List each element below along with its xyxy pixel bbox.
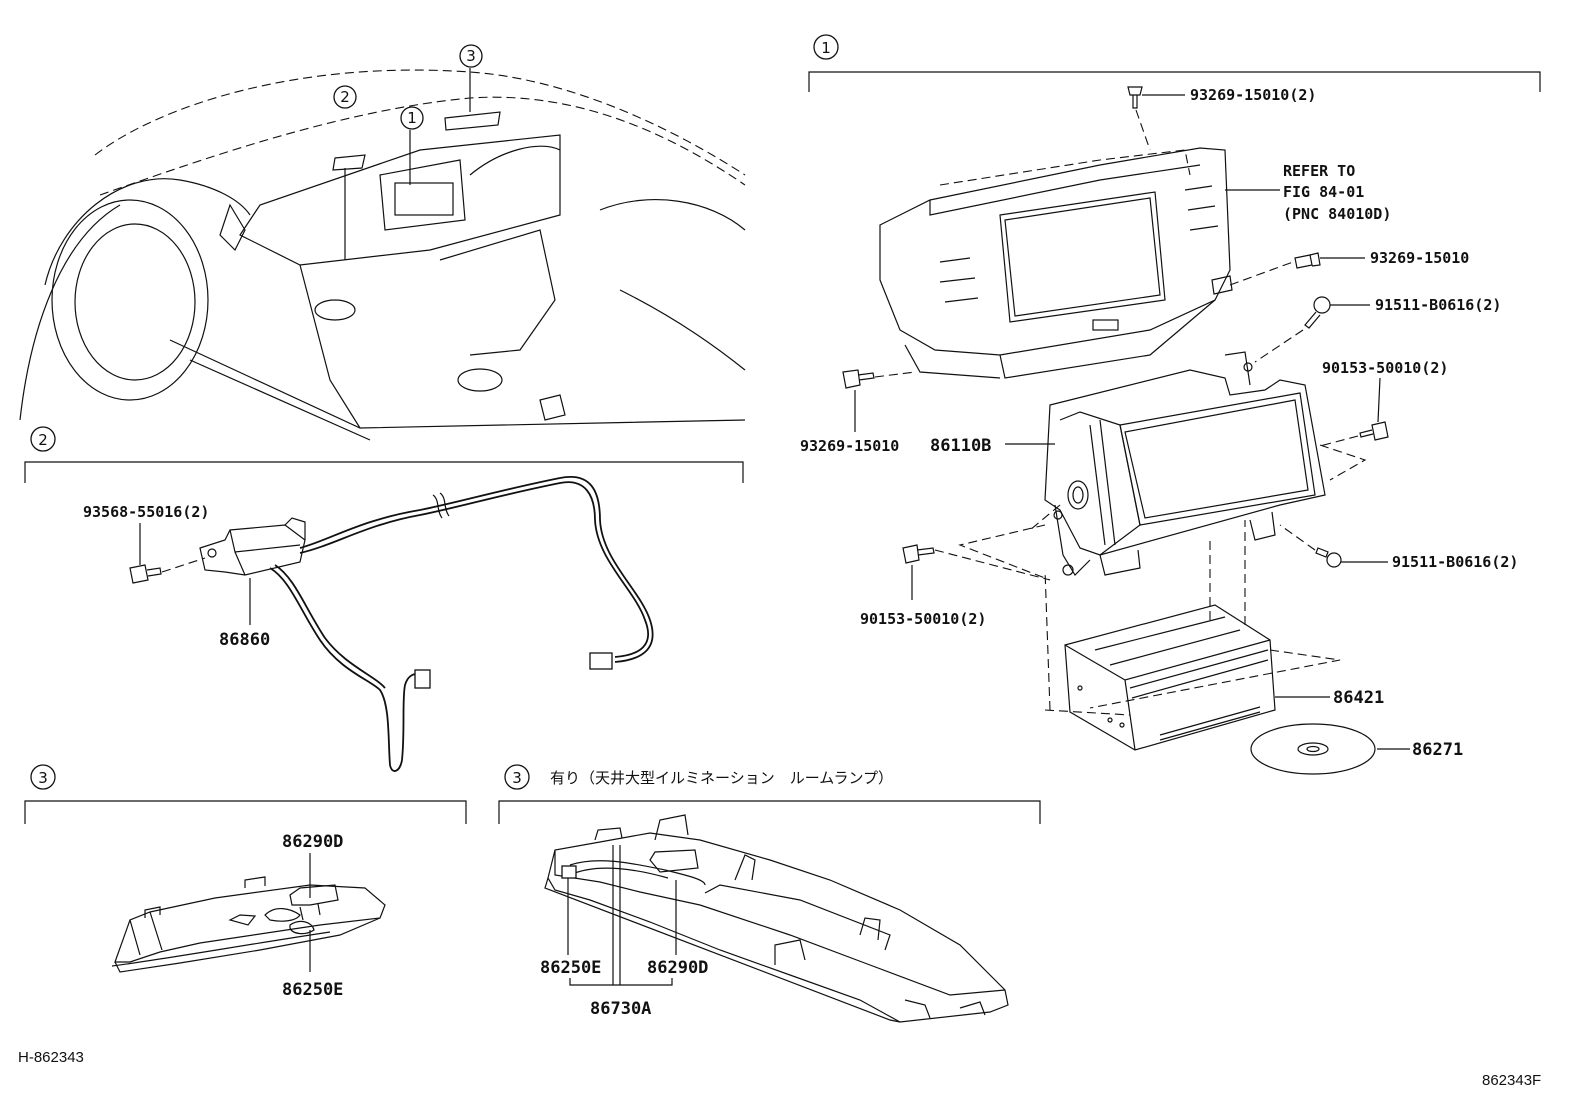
part-86860: 86860: [219, 630, 270, 650]
screw-top-icon: [1127, 86, 1143, 109]
antenna-amplifier-86860: [199, 476, 654, 772]
overview-callout-3-label: 3: [466, 47, 476, 65]
figure-code-right: 862343F: [1482, 1072, 1541, 1089]
part-86730a: 86730A: [590, 999, 651, 1019]
section-1-marker: [813, 34, 839, 60]
part-86271: 86271: [1412, 740, 1463, 760]
section-1-navigation-display: 1 93269-15010(2) REFER TO FIG 84-01 (PNC…: [800, 34, 1541, 775]
part-86250e-3b: 86250E: [540, 958, 601, 978]
refer-to-line1: REFER TO: [1283, 162, 1355, 180]
section-3a-bracket: [24, 800, 467, 824]
display-bezel: [879, 147, 1233, 379]
section-2-marker-label: 2: [38, 431, 48, 449]
roof-console-3a: [111, 876, 386, 973]
overview-callout-2-label: 2: [340, 88, 350, 106]
overview-callout-1: [400, 106, 424, 130]
part-86421: 86421: [1333, 688, 1384, 708]
section-2-bracket: [24, 461, 744, 483]
section-3a-roof-microphone: 3 86290D 86250E: [24, 764, 467, 1000]
part-93568-55016-2: 93568-55016(2): [83, 503, 209, 521]
part-90153-50010-2-upper: 90153-50010(2): [1322, 359, 1448, 377]
screw-right-icon: [1294, 252, 1321, 269]
section-1-bracket: [808, 71, 1541, 92]
part-93269-15010-right: 93269-15010: [1370, 249, 1469, 267]
section-3b-marker-label: 3: [512, 769, 522, 787]
section-3a-marker-label: 3: [38, 769, 48, 787]
section-3b-caption: 有り（天井大型イルミネーション ルームランプ）: [550, 769, 893, 787]
section-3a-marker: [30, 764, 56, 790]
display-unit-86110b: [1044, 351, 1326, 576]
part-86110b: 86110B: [930, 436, 991, 456]
disc-86271-icon: [1250, 723, 1376, 775]
part-93269-15010-left: 93269-15010: [800, 437, 899, 455]
part-91511-b0616-2-lower: 91511-B0616(2): [1392, 553, 1518, 571]
section-2-antenna-amplifier: 2 93568-55016(2) 86860: [24, 426, 744, 772]
screw-lower-left-icon: [902, 544, 935, 564]
screw-left-icon: [842, 369, 875, 389]
part-86250e-3a: 86250E: [282, 980, 343, 1000]
screw-upper-right2-icon: [1359, 421, 1389, 441]
overview-callout-2: [333, 85, 357, 109]
part-86290d-3a: 86290D: [282, 832, 343, 852]
section-1-marker-label: 1: [821, 39, 831, 57]
section-3b-bracket: [498, 800, 1041, 824]
bolt-upper-right-icon: [1304, 296, 1331, 329]
receiver-86421: [1064, 604, 1276, 751]
refer-to-line2: FIG 84-01: [1283, 183, 1364, 201]
part-90153-50010-2-lower: 90153-50010(2): [860, 610, 986, 628]
section-3b-illumination-room-lamp: 3 有り（天井大型イルミネーション ルームランプ） 86250E 86290D: [498, 764, 1041, 1023]
part-91511-b0616-2-upper: 91511-B0616(2): [1375, 296, 1501, 314]
refer-to-line3: (PNC 84010D): [1283, 205, 1391, 223]
part-93269-15010-2-top: 93269-15010(2): [1190, 86, 1316, 104]
section-3b-marker: [504, 764, 530, 790]
bolt-section2-icon: [129, 564, 162, 584]
section-2-marker: [30, 426, 56, 452]
figure-code-left: H-862343: [18, 1049, 84, 1066]
assembly-bracket: [569, 978, 673, 986]
roof-console-3b: [544, 814, 1009, 1023]
part-86290d-3b: 86290D: [647, 958, 708, 978]
car-overview: 2 1 3: [19, 44, 746, 441]
bolt-lower-right-icon: [1315, 547, 1342, 568]
overview-callout-1-label: 1: [407, 109, 417, 127]
overview-callout-3: [459, 44, 483, 68]
